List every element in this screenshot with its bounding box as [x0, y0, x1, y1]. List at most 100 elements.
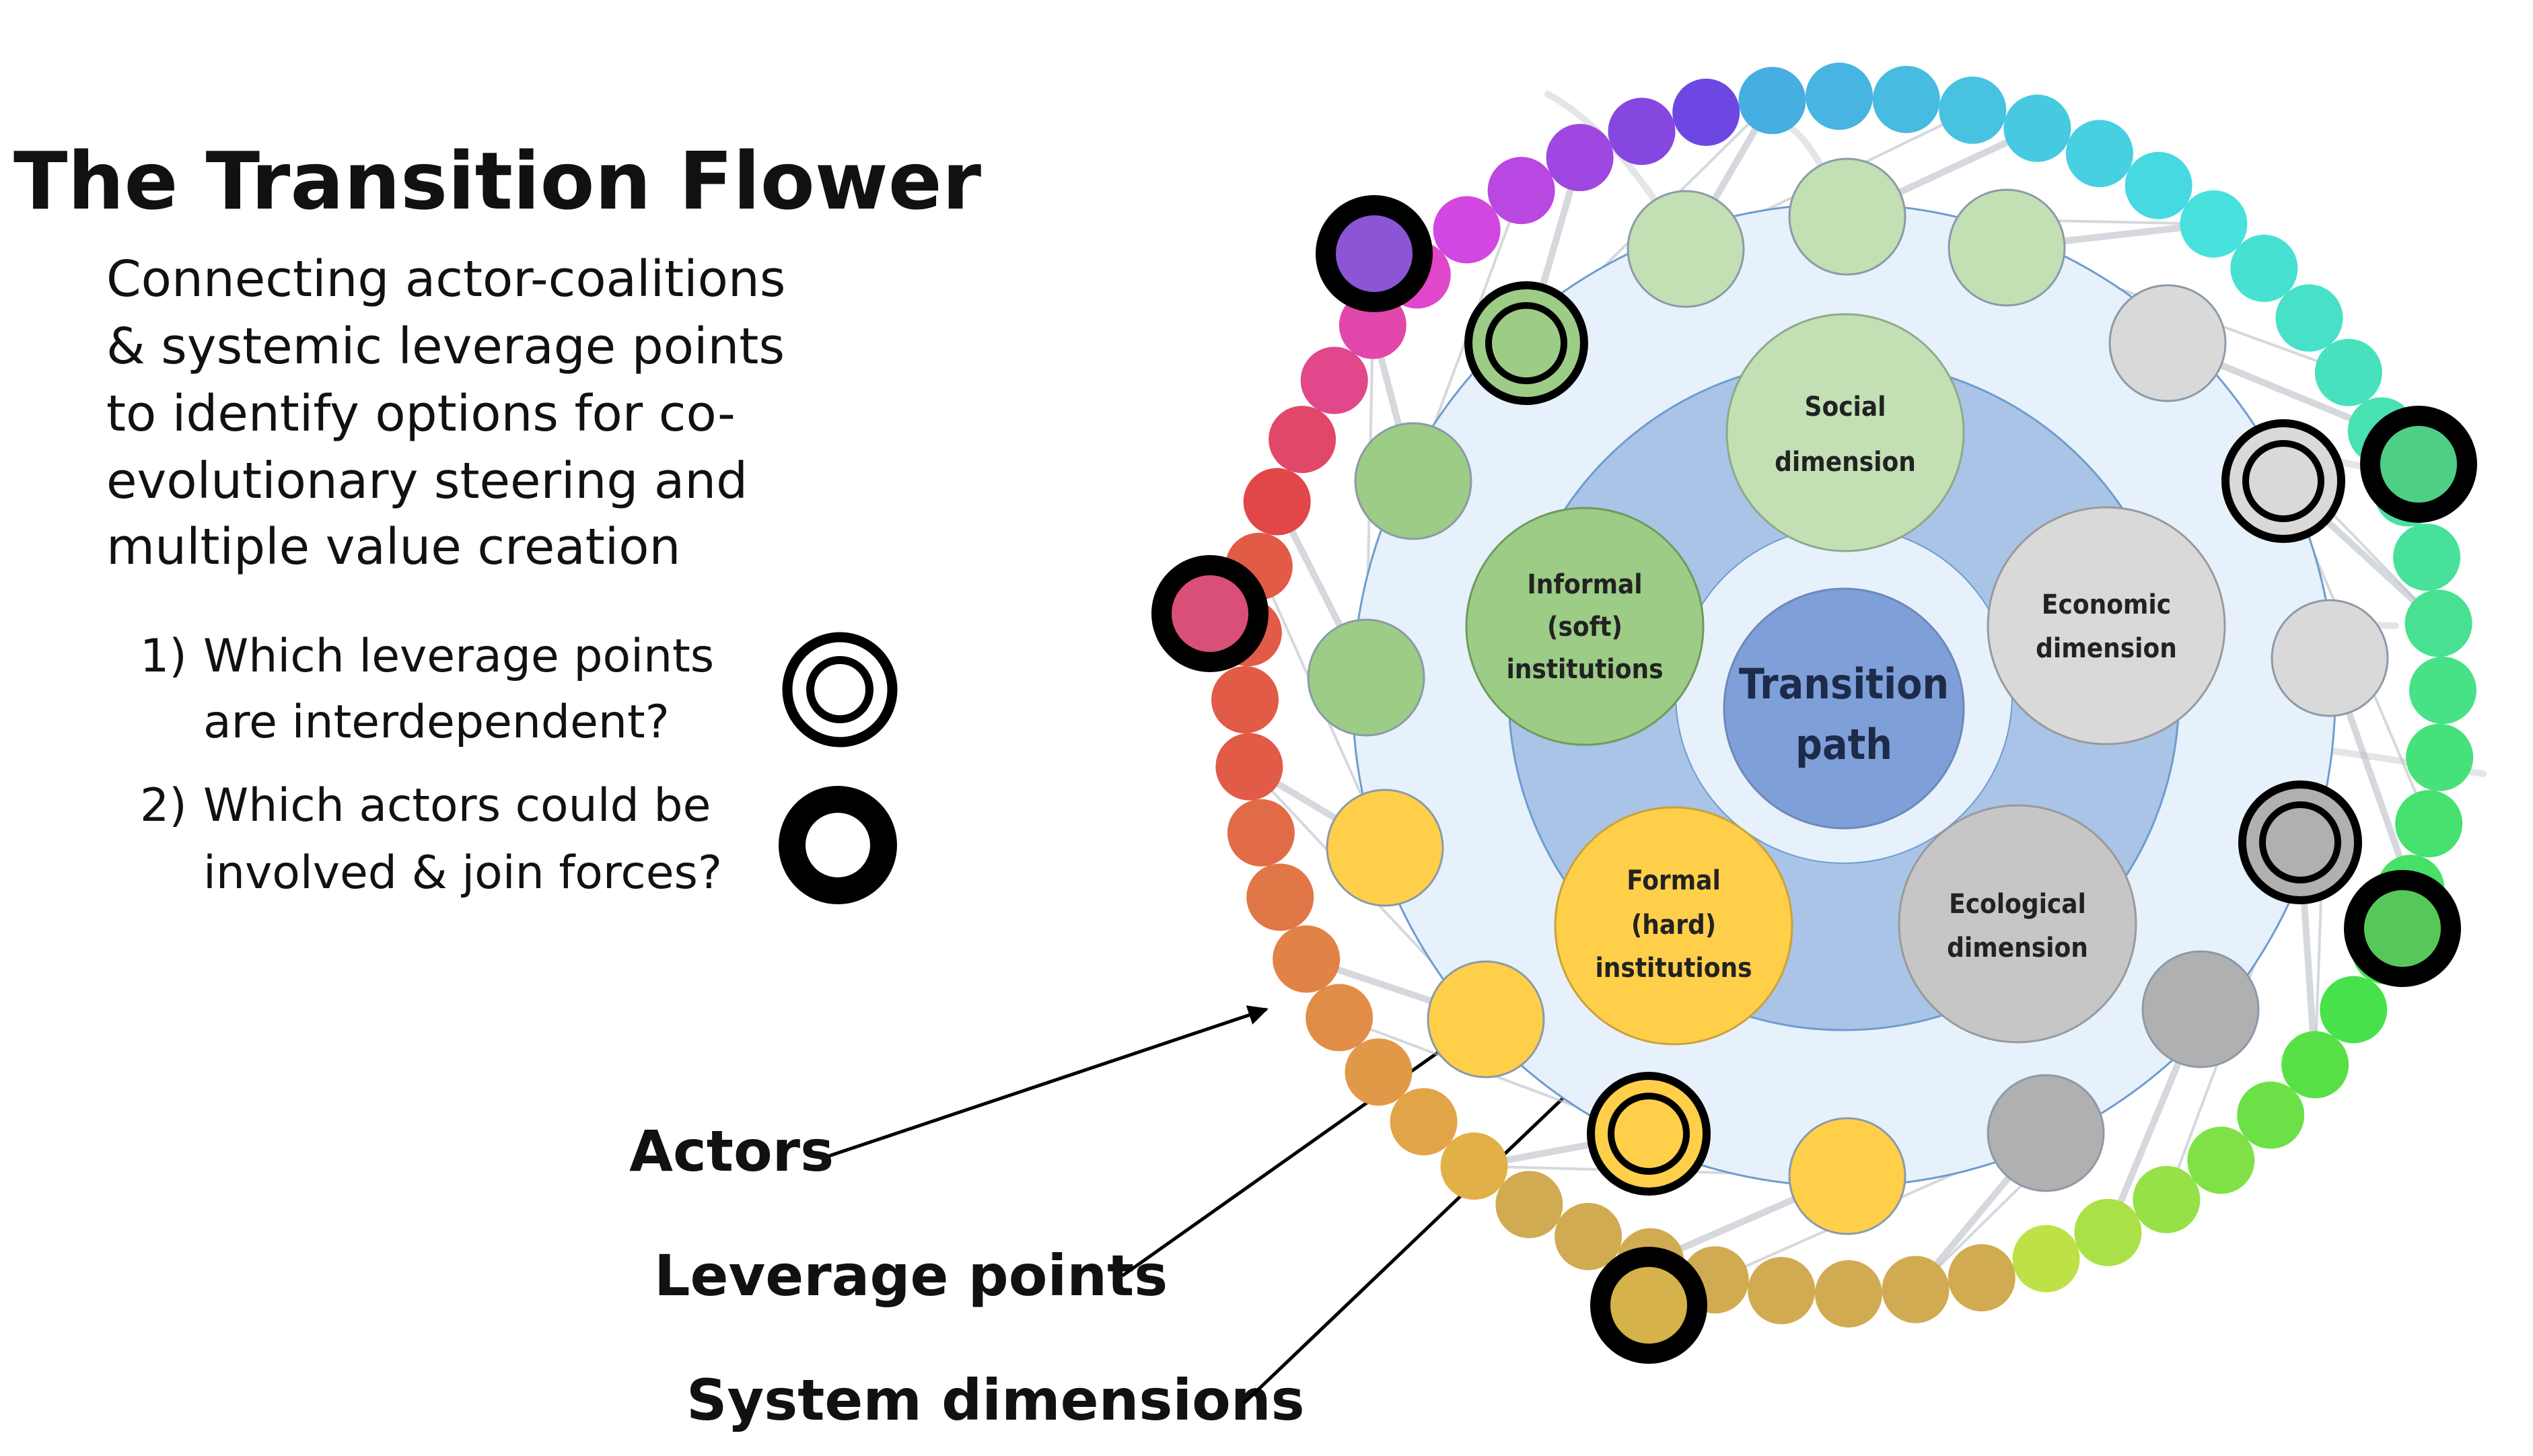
- arrow-to-actors: [828, 1005, 1269, 1158]
- subtitle-line: Connecting actor-coalitions: [106, 250, 785, 308]
- leverage-point: [2108, 284, 2227, 402]
- leverage-point: [1326, 789, 1444, 907]
- actor-node: [1814, 1260, 1882, 1327]
- actor-node: [2281, 1031, 2349, 1099]
- actor-node: [1227, 799, 1295, 867]
- actor-node: [1487, 157, 1555, 225]
- actor-node: [1555, 1202, 1622, 1270]
- actor-node: [1948, 1244, 2015, 1312]
- actor-node: [1300, 347, 1368, 414]
- leverage-point: [1627, 190, 1745, 308]
- question-text: Which leverage points: [203, 630, 714, 683]
- actor-node: [2187, 1126, 2255, 1194]
- leverage-point: [1788, 1117, 1906, 1235]
- actor-node: [2393, 523, 2461, 591]
- transition-flower: Transition path Social dimension Economi…: [1151, 63, 2487, 1364]
- actor-node: [1269, 406, 1336, 474]
- interdependent-marker-icon: [1587, 1072, 1711, 1196]
- question-number: 1): [140, 630, 187, 683]
- actor-node: [1738, 67, 1806, 135]
- ecological-dimension-node: Ecological dimension: [1898, 804, 2137, 1044]
- dimension-label: institutions: [1506, 654, 1663, 685]
- social-dimension-node: Social dimension: [1725, 313, 1965, 552]
- dimension-label: institutions: [1595, 953, 1752, 984]
- dimension-label: Informal: [1527, 569, 1642, 600]
- center-label: Transition: [1739, 659, 1949, 708]
- dimension-label: (hard): [1631, 910, 1716, 941]
- actors-ring: [1151, 63, 2477, 1364]
- actor-node: [2133, 1165, 2201, 1233]
- informal-institutions-node: Informal (soft) institutions: [1465, 507, 1705, 746]
- actor-node: [2275, 284, 2343, 352]
- callout-leverage-points: Leverage points: [654, 1243, 1168, 1309]
- actor-node: [1273, 925, 1341, 993]
- actor-node: [2065, 120, 2133, 188]
- dimension-label: Formal: [1627, 865, 1721, 896]
- dimension-label: Ecological: [1949, 889, 2086, 920]
- dimension-label: (soft): [1547, 612, 1622, 643]
- involved-actor-marker-icon: [1590, 1247, 1707, 1364]
- interdependent-marker-icon: [2242, 440, 2324, 522]
- actor-node: [2237, 1081, 2305, 1149]
- interdependent-marker-icon: [1485, 302, 1567, 384]
- actor-node: [1440, 1132, 1508, 1200]
- leverage-point: [1427, 960, 1545, 1079]
- actor-node: [1390, 1088, 1458, 1156]
- actor-node: [1806, 63, 1874, 131]
- involved-actor-marker-icon: [1316, 195, 1433, 312]
- actor-node: [1882, 1255, 1950, 1323]
- actor-node: [2404, 589, 2472, 657]
- actor-node: [2406, 723, 2474, 791]
- actor-node: [1608, 98, 1676, 166]
- question-number: 2): [140, 779, 187, 832]
- interdependent-marker-icon: [1608, 1093, 1690, 1175]
- subtitle-line: to identify options for co-: [106, 385, 736, 443]
- diagram-title: The Transition Flower: [13, 135, 981, 227]
- actor-node: [1243, 468, 1311, 536]
- actor-node: [1246, 863, 1314, 931]
- arrow-to-leverage-points: [1121, 1018, 1486, 1278]
- actor-node: [2125, 151, 2192, 219]
- leverage-point: [1948, 188, 2066, 307]
- callout-labels: Actors Leverage points System dimensions: [629, 1118, 1305, 1433]
- dimension-label: dimension: [1775, 447, 1916, 478]
- subtitle: Connecting actor-coalitions & systemic l…: [106, 250, 785, 576]
- dimension-label: Economic: [2042, 589, 2171, 620]
- actor-node: [2409, 657, 2476, 725]
- actor-node: [2012, 1225, 2080, 1293]
- leverage-point: [1307, 618, 1425, 737]
- subtitle-line: & systemic leverage points: [106, 318, 785, 375]
- actor-node: [1215, 733, 1283, 801]
- actor-node: [1211, 665, 1279, 733]
- involved-actor-marker-icon: [1151, 555, 1269, 672]
- transition-path-node: Transition path: [1723, 587, 1965, 830]
- interdependent-marker-icon: [2221, 419, 2345, 543]
- actor-node: [2395, 790, 2463, 858]
- formal-institutions-node: Formal (hard) institutions: [1554, 806, 1793, 1046]
- dimension-label: dimension: [2036, 633, 2177, 664]
- center-label: path: [1795, 720, 1892, 769]
- actor-node: [2230, 234, 2298, 302]
- question-1: 1) Which leverage points are interdepend…: [140, 630, 898, 749]
- subtitle-line: evolutionary steering and: [106, 452, 748, 510]
- actor-node: [2003, 94, 2071, 162]
- callout-system-dimensions: System dimensions: [686, 1367, 1305, 1433]
- interdependent-marker-icon: [1464, 281, 1588, 405]
- economic-dimension-node: Economic dimension: [1987, 506, 2226, 745]
- question-text: Which actors could be: [203, 779, 711, 832]
- actor-node: [1495, 1171, 1563, 1239]
- question-text: involved & join forces?: [203, 846, 722, 900]
- actor-node: [1546, 124, 1614, 192]
- actor-node: [1672, 78, 1740, 146]
- actor-node: [1939, 76, 2007, 144]
- double-ring-icon: [782, 632, 898, 748]
- actor-node: [2314, 338, 2382, 406]
- legend-panel: The Transition Flower Connecting actor-c…: [13, 135, 1675, 1433]
- involved-actor-marker-icon: [2344, 870, 2461, 987]
- question-text: are interdependent?: [203, 696, 670, 749]
- actor-node: [1433, 196, 1501, 264]
- question-2: 2) Which actors could be involved & join…: [140, 779, 897, 904]
- callout-actors: Actors: [629, 1118, 834, 1184]
- actor-node: [1306, 984, 1373, 1052]
- leverage-point: [1788, 157, 1906, 276]
